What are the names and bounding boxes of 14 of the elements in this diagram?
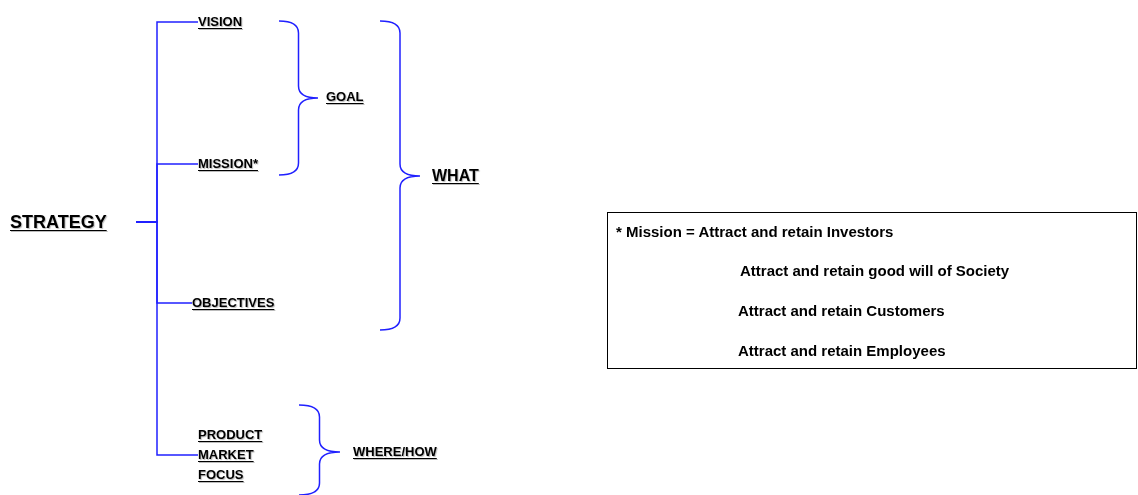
note-text: * Mission = Attract and retain Investors <box>616 223 894 241</box>
note-text: Attract and retain good will of Society <box>740 262 1010 280</box>
node-label: STRATEGY <box>10 211 136 233</box>
node-label: PRODUCT MARKET FOCUS <box>198 425 278 485</box>
node-label: MISSION* <box>198 155 282 173</box>
node-label: VISION <box>198 13 260 31</box>
note-text: Attract and retain Employees <box>738 342 946 360</box>
note-box <box>607 212 1137 369</box>
node-label: WHAT <box>432 165 492 187</box>
note-text: Attract and retain Customers <box>738 302 945 320</box>
node-label: WHERE/HOW <box>353 443 449 461</box>
connector-line <box>135 221 199 456</box>
node-label: GOAL <box>326 88 378 106</box>
node-label: OBJECTIVES <box>192 294 310 312</box>
